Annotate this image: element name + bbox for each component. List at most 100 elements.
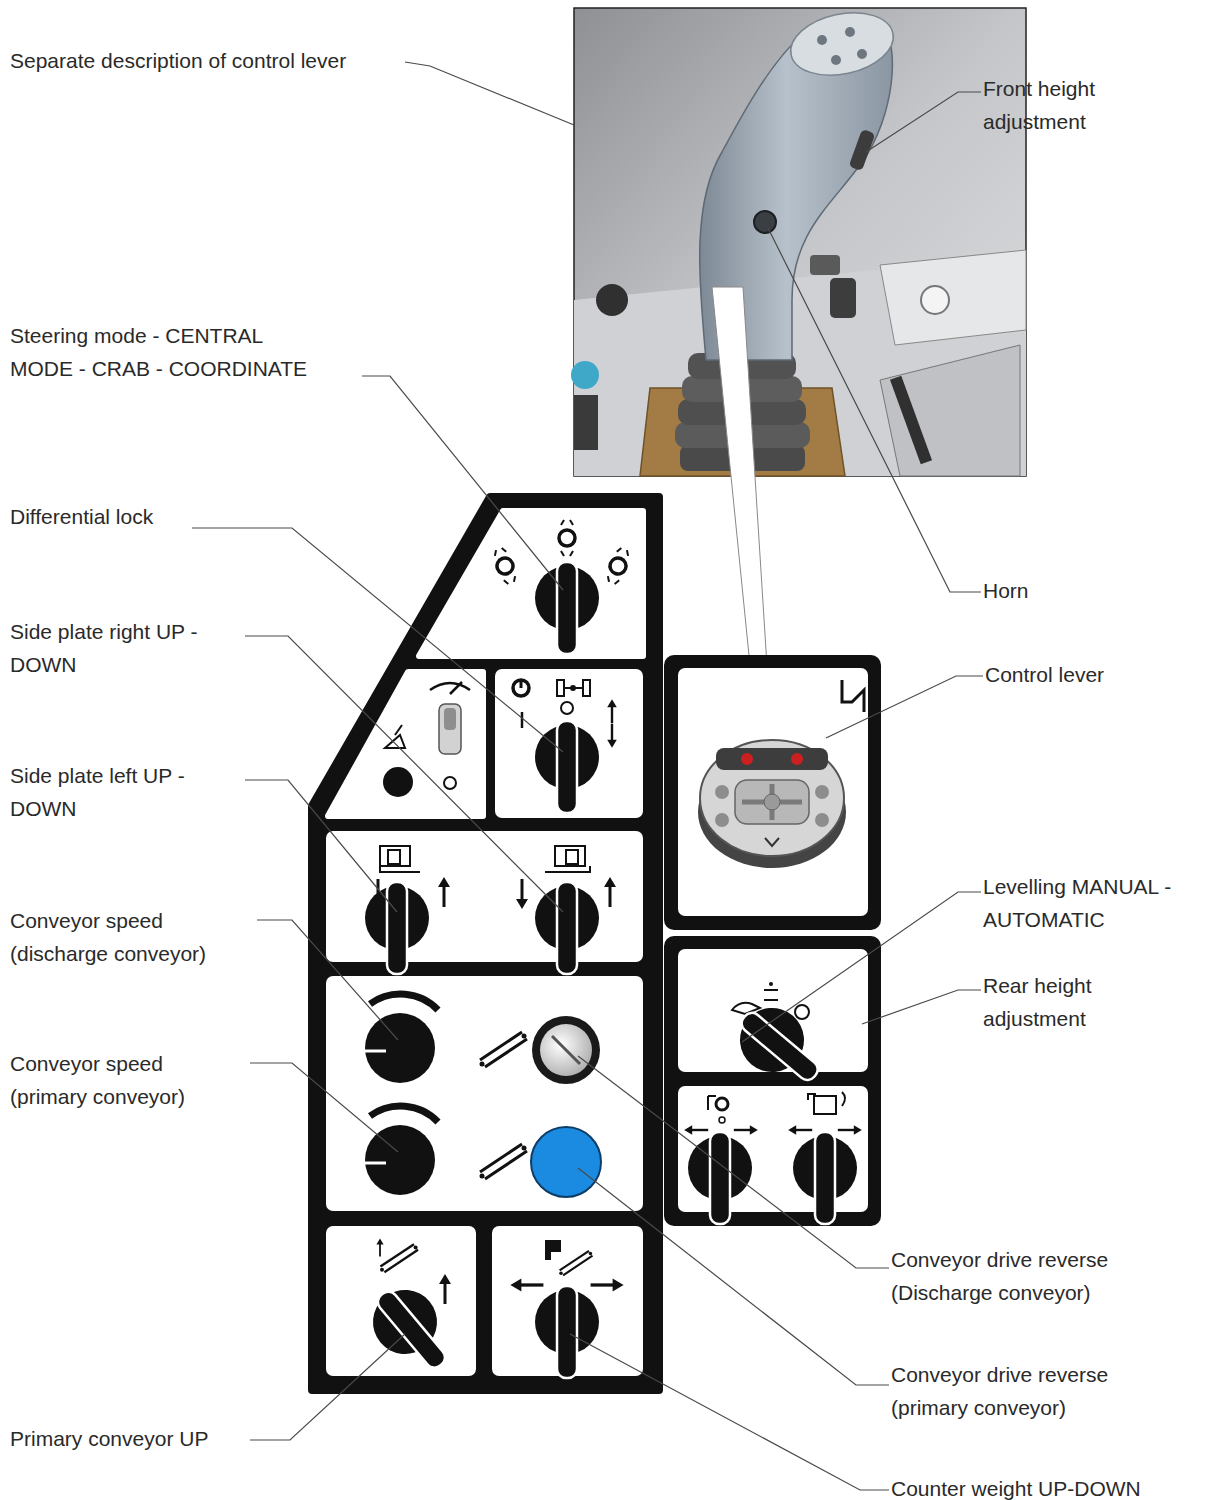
control-lever-symbol bbox=[698, 680, 864, 868]
callout-label: Front height adjustment bbox=[983, 72, 1133, 138]
leader-line bbox=[768, 228, 981, 592]
leader-line bbox=[250, 1334, 405, 1440]
control-lever-symbol bbox=[700, 740, 844, 856]
leader-line bbox=[866, 92, 981, 152]
joystick-photo bbox=[880, 250, 1026, 345]
counterweight-symbols bbox=[559, 1251, 592, 1276]
diff-lock-symbols bbox=[513, 680, 617, 813]
joystick-photo bbox=[817, 35, 827, 45]
conveyor-speed-symbols bbox=[480, 1144, 528, 1179]
switch-panel bbox=[312, 497, 659, 1390]
height-knob-symbols bbox=[814, 1096, 836, 1114]
side-plate-symbols bbox=[566, 850, 578, 864]
joystick-photo bbox=[849, 129, 876, 171]
wiper-symbols bbox=[395, 725, 402, 735]
side-plate-symbols bbox=[388, 850, 400, 864]
diff-lock-symbols bbox=[535, 721, 599, 813]
wiper-symbols bbox=[383, 682, 470, 797]
lever-panel bbox=[664, 655, 881, 1226]
joystick-photo bbox=[921, 286, 949, 314]
steering-symbols bbox=[535, 562, 599, 654]
leader-line bbox=[192, 62, 983, 1490]
callout-label: Conveyor speed (discharge conveyor) bbox=[10, 904, 255, 970]
conveyor-speed-symbols bbox=[531, 1127, 601, 1197]
control-lever-symbol bbox=[742, 784, 802, 820]
height-knob-symbols bbox=[808, 1092, 845, 1106]
conveyor-speed-symbols bbox=[365, 1106, 438, 1195]
counterweight-symbols bbox=[545, 1240, 551, 1260]
callout-label: Control lever bbox=[985, 658, 1185, 691]
joystick-photo bbox=[571, 361, 599, 389]
callout-label: Side plate left UP - DOWN bbox=[10, 759, 245, 825]
control-lever-symbol bbox=[741, 753, 753, 765]
side-plate-symbols bbox=[545, 866, 590, 872]
lever-panel bbox=[678, 668, 868, 916]
control-lever-symbol bbox=[791, 753, 803, 765]
side-plate-symbols bbox=[380, 846, 410, 866]
steering-symbols bbox=[491, 520, 631, 654]
side-plate-symbols bbox=[604, 877, 616, 907]
control-lever-symbol bbox=[815, 813, 829, 827]
levelling-symbols bbox=[764, 990, 778, 1000]
switch-panel bbox=[328, 672, 483, 816]
leader-line bbox=[245, 636, 563, 912]
counterweight-symbols bbox=[510, 1278, 543, 1291]
joystick-photo bbox=[596, 284, 628, 316]
diff-lock-symbols bbox=[570, 685, 576, 691]
conveyor-speed-symbols bbox=[532, 1016, 600, 1084]
conveyor-up-symbols bbox=[357, 1274, 465, 1386]
side-plate-symbols bbox=[365, 846, 616, 974]
callout-label: Conveyor drive reverse (primary conveyor… bbox=[891, 1358, 1171, 1424]
leader-line bbox=[362, 376, 563, 590]
side-plate-symbols bbox=[380, 866, 420, 872]
conveyor-up-symbols bbox=[380, 1244, 418, 1272]
diff-lock-symbols bbox=[607, 724, 617, 748]
side-plate-symbols bbox=[365, 882, 429, 974]
callout-label: Conveyor speed (primary conveyor) bbox=[10, 1047, 225, 1113]
joystick-photo bbox=[571, 4, 1026, 476]
joystick-photo bbox=[831, 55, 841, 65]
side-plate-symbols bbox=[555, 846, 585, 866]
conveyor-speed-symbols bbox=[480, 1032, 528, 1067]
joystick-photo bbox=[574, 395, 598, 450]
callout-label: Steering mode - CENTRAL MODE - CRAB - CO… bbox=[10, 319, 310, 385]
counterweight-symbols bbox=[591, 1278, 624, 1291]
side-plate-symbols bbox=[516, 879, 528, 909]
leader-line bbox=[742, 892, 981, 1042]
leader-line bbox=[257, 920, 398, 1040]
diff-lock-symbols bbox=[607, 699, 617, 723]
diff-lock-symbols bbox=[513, 680, 529, 696]
leader-line bbox=[245, 780, 397, 912]
conveyor-speed-symbols bbox=[552, 1036, 580, 1064]
switch-panel bbox=[419, 511, 643, 656]
control-lever-symbol bbox=[715, 785, 729, 799]
conveyor-up-symbols bbox=[439, 1274, 451, 1304]
callout-label: Rear height adjustment bbox=[983, 969, 1133, 1035]
lever-panel bbox=[664, 655, 881, 930]
conveyor-speed-symbols bbox=[365, 994, 601, 1197]
joystick-photo bbox=[574, 8, 1026, 476]
switch-panel bbox=[326, 976, 643, 1211]
wiper-symbols bbox=[444, 777, 456, 789]
diff-lock-symbols bbox=[557, 680, 564, 696]
control-lever-symbol bbox=[842, 680, 864, 712]
wiper-symbols bbox=[430, 683, 470, 690]
callout-label: Horn bbox=[983, 574, 1133, 607]
leader-line bbox=[826, 676, 983, 738]
steering-symbols bbox=[559, 520, 575, 556]
wiper-symbols bbox=[383, 767, 413, 797]
height-knob-symbols bbox=[719, 1117, 725, 1123]
leader-line bbox=[862, 990, 981, 1024]
conveyor-speed-symbols bbox=[365, 994, 438, 1083]
height-knob-symbols bbox=[734, 1125, 758, 1135]
height-knob-symbols bbox=[716, 1098, 728, 1110]
levelling-symbols bbox=[795, 1005, 809, 1019]
joystick-photo bbox=[845, 27, 855, 37]
control-lever-symbol bbox=[765, 838, 779, 846]
control-lever-symbol bbox=[815, 785, 829, 799]
callout-label: Side plate right UP - DOWN bbox=[10, 615, 245, 681]
wiper-symbols bbox=[444, 708, 456, 730]
steering-symbols bbox=[491, 546, 518, 585]
